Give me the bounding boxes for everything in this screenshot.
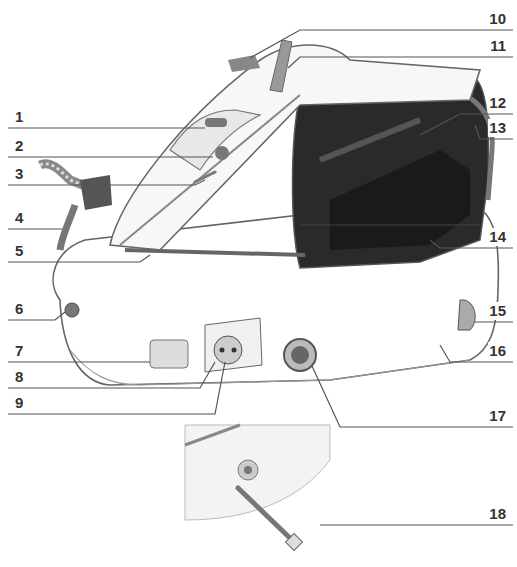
callout-number: 4	[14, 209, 24, 227]
callout-number: 6	[14, 300, 24, 318]
callout-number: 11	[489, 37, 507, 55]
callout-number: 14	[488, 228, 507, 246]
callout-number: 2	[14, 137, 24, 155]
callout-number: 15	[488, 302, 507, 320]
callout-number: 9	[14, 394, 24, 412]
callout-number: 10	[488, 10, 507, 28]
callout-number: 13	[488, 119, 507, 137]
callout-number: 18	[488, 505, 507, 523]
leader-lines	[8, 30, 513, 525]
callout-number: 17	[488, 407, 507, 425]
callout-number: 3	[14, 165, 24, 183]
callout-number: 1	[14, 108, 24, 126]
callout-number: 12	[488, 94, 507, 112]
callout-number: 8	[14, 368, 24, 386]
callout-number: 7	[14, 342, 24, 360]
callout-number: 5	[14, 242, 24, 260]
callout-number: 16	[488, 342, 507, 360]
